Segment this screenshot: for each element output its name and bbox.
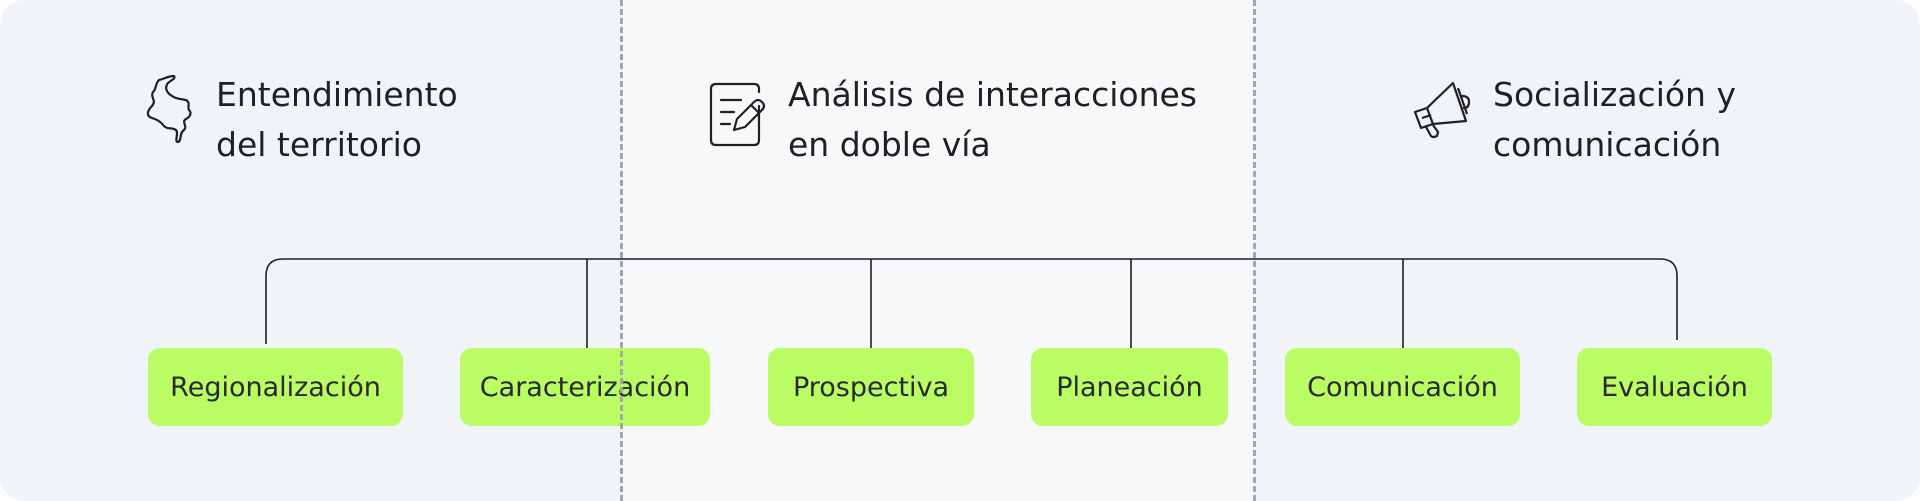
column-title-1-line1: Entendimiento: [216, 75, 458, 114]
edit-document-icon: [709, 82, 766, 147]
column-header-1: Entendimiento del territorio: [134, 70, 458, 170]
megaphone-icon: [1413, 81, 1471, 139]
column-title-2: Análisis de interacciones en doble vía: [788, 70, 1197, 170]
divider-left: [620, 0, 623, 501]
node-planeacion: Planeación: [1031, 348, 1228, 426]
column-header-2: Análisis de interacciones en doble vía: [706, 70, 1197, 170]
connector-bus: [265, 258, 1678, 344]
divider-right: [1253, 0, 1256, 501]
colombia-map-icon: [146, 74, 192, 144]
node-prospectiva: Prospectiva: [768, 348, 974, 426]
column-title-1-line2: del territorio: [216, 125, 422, 164]
node-regionalizacion: Regionalización: [148, 348, 403, 426]
column-title-2-line2: en doble vía: [788, 125, 991, 164]
column-title-3-line1: Socialización y: [1493, 75, 1736, 114]
column-title-1: Entendimiento del territorio: [216, 70, 458, 170]
column-header-3: Socialización y comunicación: [1411, 70, 1736, 170]
column-title-3: Socialización y comunicación: [1493, 70, 1736, 170]
column-title-3-line2: comunicación: [1493, 125, 1722, 164]
node-comunicacion: Comunicación: [1285, 348, 1520, 426]
column-title-2-line1: Análisis de interacciones: [788, 75, 1198, 114]
node-evaluacion: Evaluación: [1577, 348, 1772, 426]
node-caracterizacion: Caracterización: [460, 348, 710, 426]
